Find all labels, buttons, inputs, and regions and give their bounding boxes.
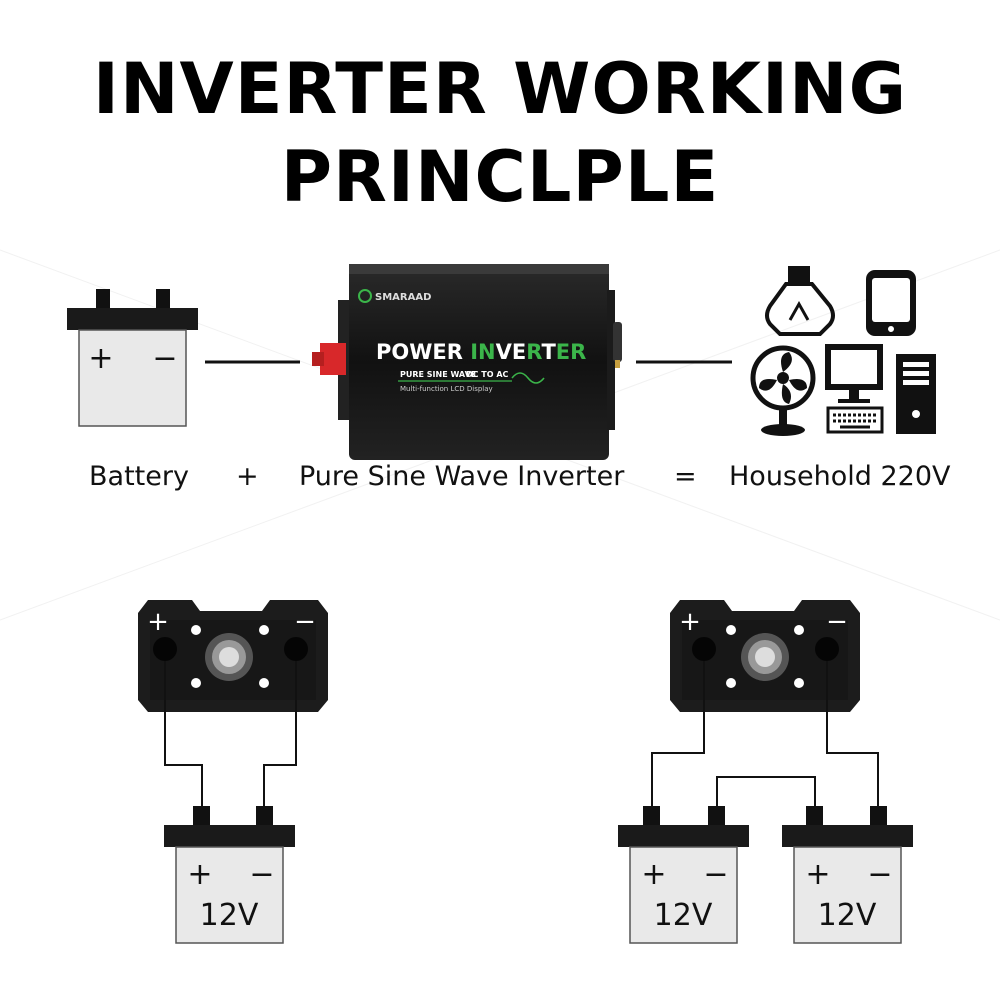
keyboard-icon (826, 406, 884, 434)
svg-text:+: + (805, 857, 830, 892)
voltage-parallel-right: 12V (818, 898, 877, 933)
top-battery: + − (67, 289, 198, 427)
inverter-lcd: Multi-function LCD Display (400, 385, 493, 393)
wire-battery-link (716, 776, 816, 808)
caption-inverter: Pure Sine Wave Inverter (299, 461, 625, 492)
pc-tower-icon (896, 354, 936, 434)
svg-text:−: − (703, 857, 728, 892)
inverter-subtitle: PURE SINE WAVE (400, 370, 476, 379)
battery-parallel-right: + − 12V (782, 806, 913, 944)
top-battery-minus: − (152, 341, 177, 376)
inverter-terminal-panel-right: + − (670, 600, 860, 712)
page-title-line1: INVERTER WORKING (92, 48, 908, 130)
svg-text:−: − (867, 857, 892, 892)
phone-icon (866, 270, 916, 336)
voltage-single: 12V (200, 898, 259, 933)
panel-left-minus: − (294, 607, 316, 637)
brand-logo: SMARAAD (358, 289, 431, 303)
svg-text:+: + (187, 857, 212, 892)
bulb-icon (765, 266, 835, 336)
svg-text:SMARAAD: SMARAAD (375, 292, 431, 303)
inverter-title: POWER INVERTER (376, 340, 586, 364)
caption-equals: = (674, 461, 697, 492)
caption-plus: + (236, 461, 259, 492)
wire-negative-left (263, 661, 297, 808)
wire-negative-right (826, 661, 879, 808)
svg-text:+: + (641, 857, 666, 892)
panel-right-minus: − (826, 607, 848, 637)
inverter-dc-ac: DC TO AC (466, 370, 509, 379)
inverter-device: SMARAAD POWER INVERTER PURE SINE WAVE DC… (312, 264, 622, 460)
caption-household: Household 220V (729, 461, 951, 492)
top-battery-plus: + (88, 341, 113, 376)
caption-battery: Battery (89, 461, 189, 492)
voltage-parallel-left: 12V (654, 898, 713, 933)
wire-positive-right (651, 661, 705, 808)
red-terminal (320, 343, 346, 375)
fan-icon (750, 345, 816, 436)
antenna (613, 322, 622, 362)
sine-wave-icon (511, 372, 545, 384)
inverter-terminal-panel-left: + − (138, 600, 328, 712)
battery-parallel-left: + − 12V (618, 806, 749, 944)
battery-single: + − 12V (164, 806, 295, 944)
panel-right-plus: + (679, 607, 701, 637)
wire-positive-left (164, 661, 203, 808)
panel-left-plus: + (147, 607, 169, 637)
svg-text:−: − (249, 857, 274, 892)
page-title-line2: PRINCLPLE (280, 136, 720, 218)
computer-monitor-icon (825, 344, 883, 403)
